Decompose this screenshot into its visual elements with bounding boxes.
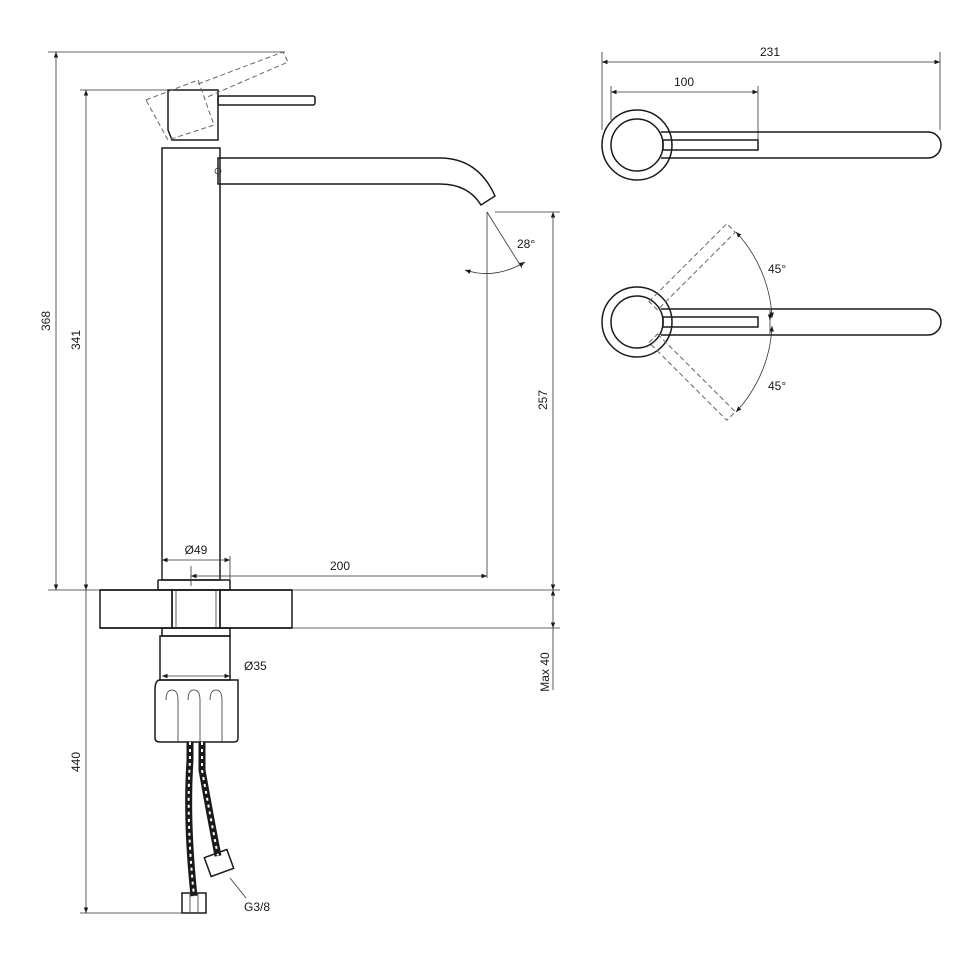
mounting-nut [154,627,239,743]
lever-top [662,139,759,151]
spout [214,157,496,207]
overall-length-label: 231 [760,45,780,59]
body-diameter-label: Ø49 [185,543,208,557]
connection-thread-label: G3/8 [244,900,270,914]
dim-spout-reach: 200 [190,559,487,586]
spout-reach-label: 200 [330,559,350,573]
total-height-label: 368 [39,311,53,331]
dim-spout-height: 341 [69,89,168,590]
spout-angle-label: 28° [517,237,535,251]
rotation-view: 45° 45° [601,223,942,421]
lever-center [662,316,759,328]
shank-diameter-label: Ø35 [244,659,267,673]
faucet-base-circle-rotation [601,286,673,358]
spout-top [661,131,942,159]
lever-handle [167,89,316,141]
outlet-height-label: 257 [536,390,550,410]
dim-shank-diameter: Ø35 [162,659,267,679]
dim-deck-thickness: Max 40 [538,590,556,692]
handle-length-label: 100 [674,75,694,89]
dim-outlet-height: 257 [495,211,560,590]
hose-length-label: 440 [69,752,83,772]
faucet-base-circle [601,109,673,181]
lever-handle-raised [145,51,289,141]
side-view: 28° G3/8 368 [39,51,560,914]
spout-angle-indicator: 28° [464,211,535,578]
deck-thickness-label: Max 40 [538,652,552,692]
dim-body-diameter: Ø49 [161,543,231,580]
dim-total-height: 368 [39,51,285,591]
lever-rotated-up [648,223,736,311]
spout-height-label: 341 [69,330,83,350]
lever-rotated-down [648,333,736,421]
flexible-hoses: G3/8 [181,742,270,914]
countertop-section [99,589,560,629]
angle-up-label: 45° [768,262,786,276]
top-view: 231 100 [601,45,942,181]
dim-hose-length: 440 [69,590,182,914]
angle-down-label: 45° [768,379,786,393]
